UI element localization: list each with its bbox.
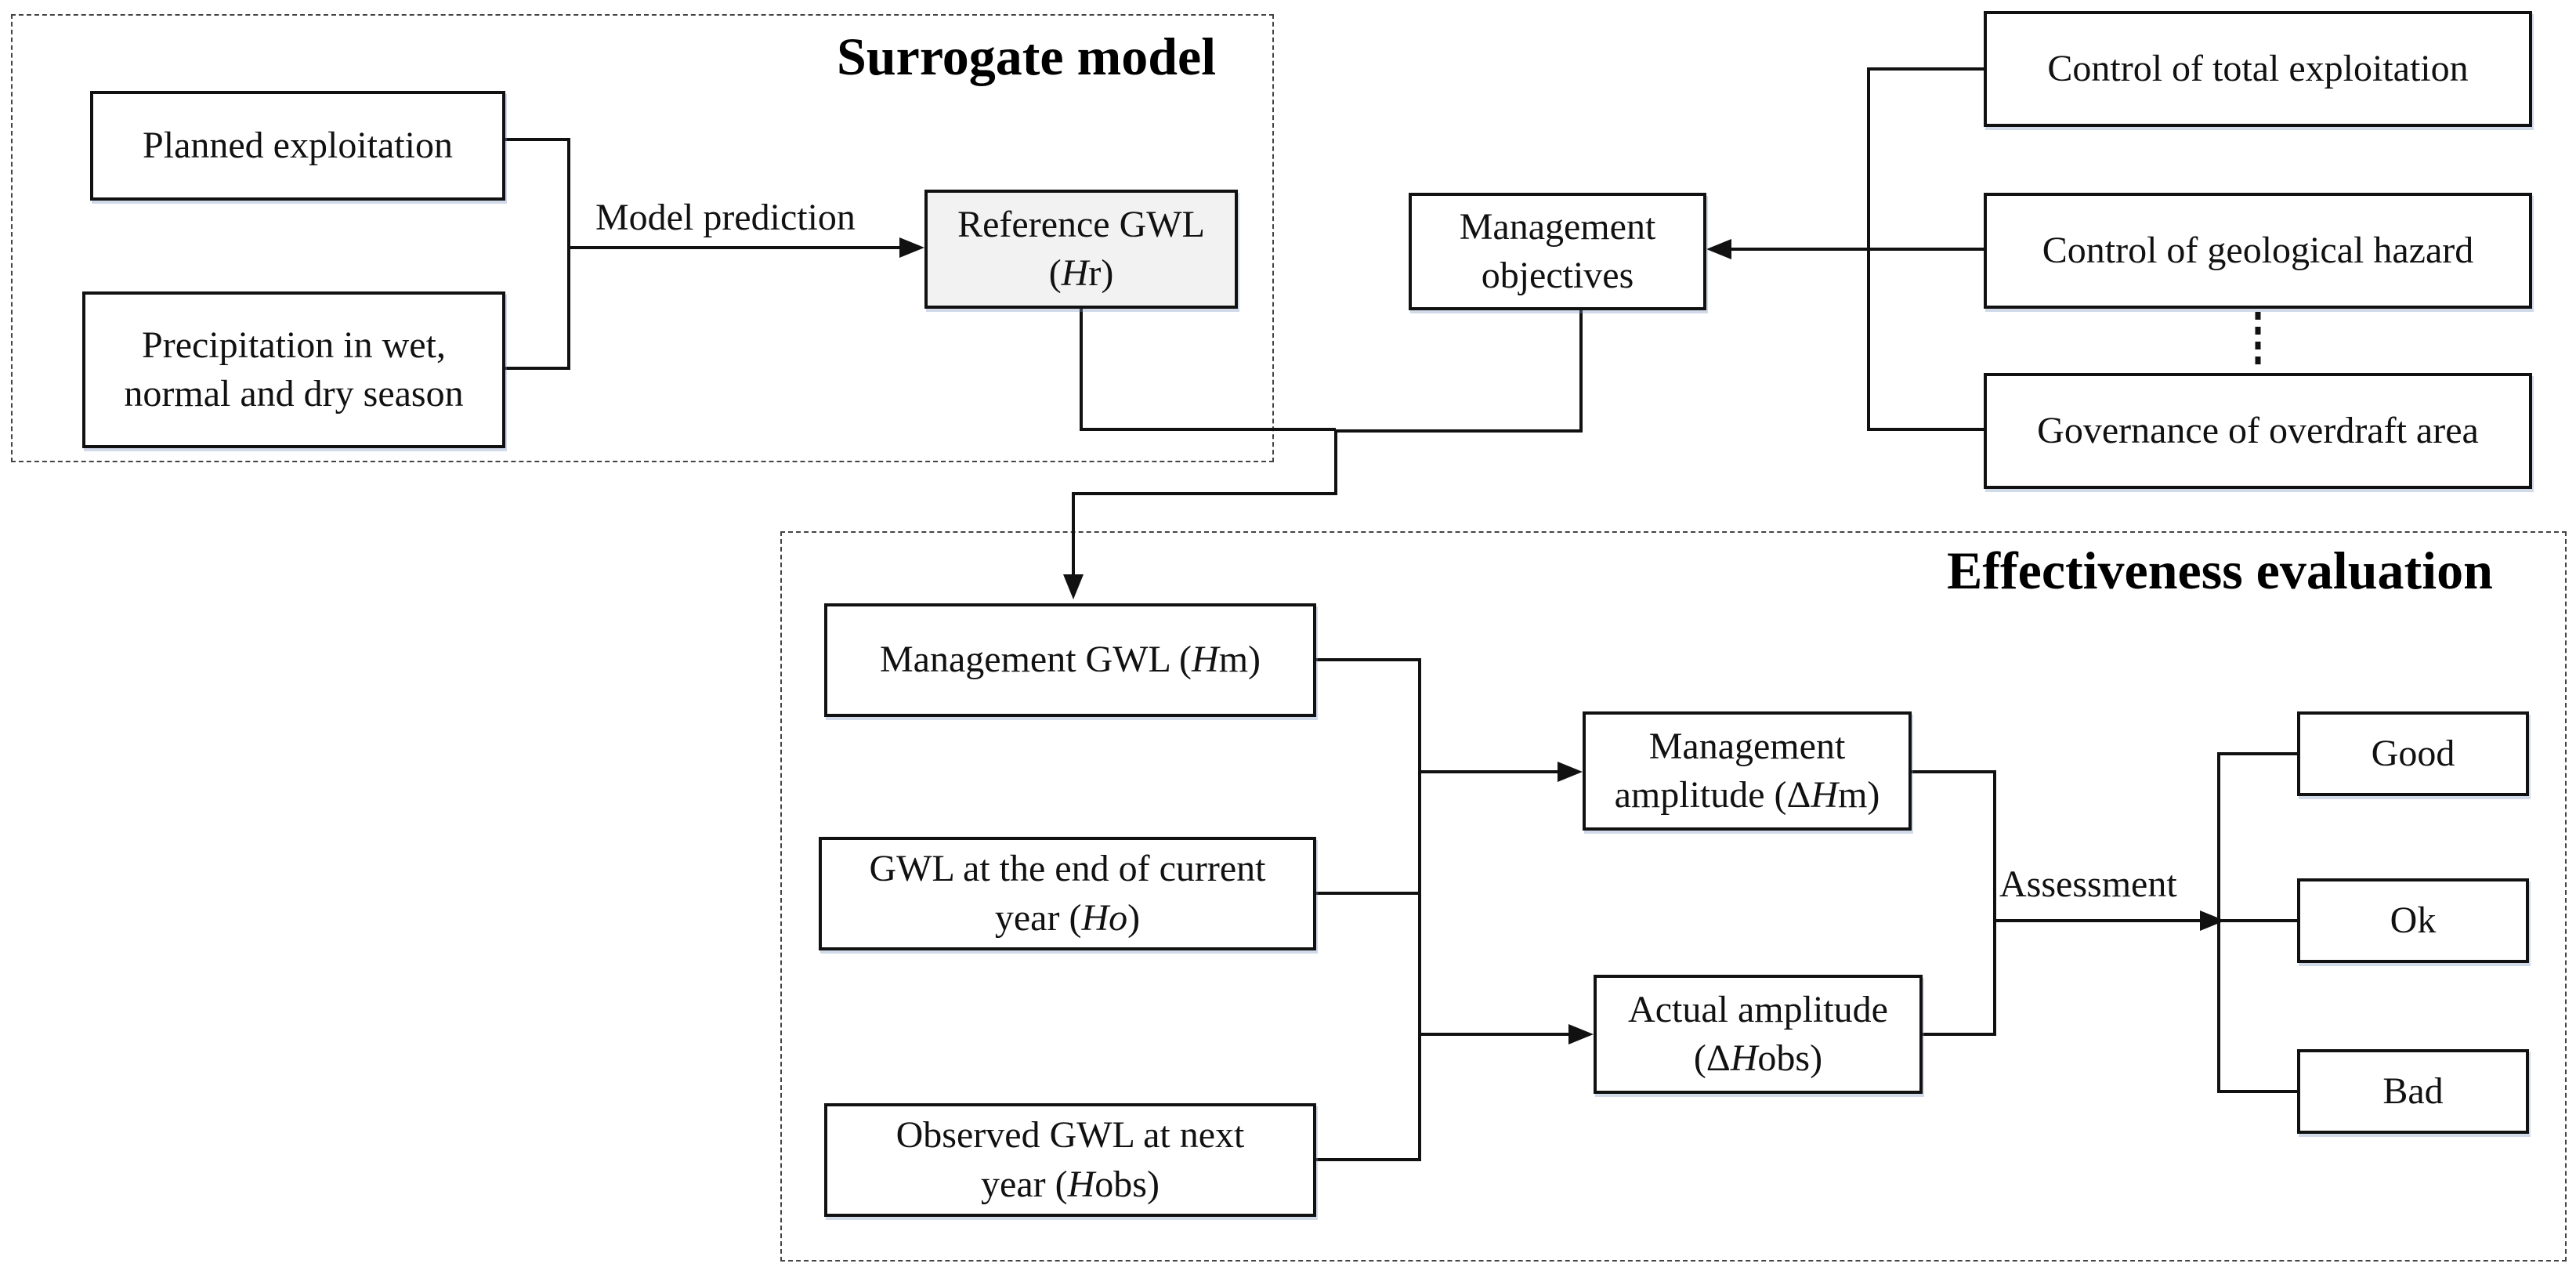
planned-exploitation-text: Planned exploitation (143, 124, 453, 166)
connector-reference-to-merge (1080, 309, 1336, 431)
management-objectives-text-line2: objectives (1481, 255, 1634, 296)
connector-merge-to-management-gwl (1072, 430, 1337, 576)
control-geological-hazard-box: Control of geological hazard (1984, 193, 2532, 309)
arrowhead-management-gwl (1063, 574, 1084, 599)
reference-gwl-text-line2: (Hr) (1048, 252, 1114, 294)
reference-gwl-text-line1: Reference GWL (957, 203, 1205, 245)
precipitation-text-line2: normal and dry season (124, 373, 464, 414)
model-prediction-label: Model prediction (595, 197, 856, 238)
arrowhead-management-objectives (1706, 239, 1731, 259)
surrogate-model-group (11, 14, 1274, 462)
gwl-end-current-year-box: GWL at the end of current year (Ho) (819, 837, 1316, 950)
governance-overdraft-box: Governance of overdraft area (1984, 373, 2532, 489)
observed-gwl-text-line2: year (Hobs) (981, 1163, 1160, 1205)
arrowhead-management-amplitude (1558, 762, 1583, 782)
arrowhead-assessment (2200, 910, 2225, 931)
gwl-end-text-line2: year (Ho) (994, 896, 1141, 939)
precipitation-text-line1: Precipitation in wet, (142, 324, 446, 366)
management-amplitude-text-line1: Management (1648, 725, 1846, 767)
management-objectives-box: Management objectives (1409, 193, 1706, 310)
ok-result-text: Ok (2390, 899, 2437, 941)
arrowhead-actual-amplitude (1568, 1024, 1594, 1044)
bad-result-text: Bad (2382, 1070, 2444, 1112)
control-geological-hazard-text: Control of geological hazard (2042, 229, 2474, 271)
assessment-label: Assessment (1999, 863, 2177, 905)
reference-gwl-box: Reference GWL (Hr) (924, 190, 1238, 309)
connector-results (2217, 752, 2297, 1093)
actual-amplitude-text-line2: (ΔHobs) (1693, 1037, 1823, 1079)
management-amplitude-box: Management amplitude (ΔHm) (1583, 711, 1912, 831)
actual-amplitude-box: Actual amplitude (ΔHobs) (1594, 975, 1923, 1094)
ok-result-box: Ok (2297, 878, 2529, 963)
good-result-text: Good (2371, 732, 2455, 774)
precipitation-box: Precipitation in wet, normal and dry sea… (82, 291, 505, 448)
management-amplitude-text-line2: amplitude (ΔHm) (1614, 774, 1880, 816)
connector-amplitudes (1912, 770, 1996, 1036)
observed-gwl-text-line1: Observed GWL at next (895, 1114, 1245, 1157)
bad-result-box: Bad (2297, 1049, 2529, 1134)
connector-objectives-to-merge (1336, 310, 1583, 433)
effectiveness-evaluation-title: Effectiveness evaluation (1947, 541, 2493, 600)
control-total-exploitation-box: Control of total exploitation (1984, 11, 2532, 127)
observed-gwl-box: Observed GWL at next year (Hobs) (824, 1103, 1316, 1217)
governance-overdraft-text: Governance of overdraft area (2037, 409, 2479, 451)
gwl-end-text-line1: GWL at the end of current (869, 848, 1266, 890)
good-result-box: Good (2297, 711, 2529, 796)
management-gwl-box: Management GWL (Hm) (824, 603, 1316, 717)
management-gwl-text: Management GWL (Hm) (879, 639, 1261, 681)
actual-amplitude-text-line1: Actual amplitude (1628, 988, 1888, 1030)
planned-exploitation-box: Planned exploitation (90, 91, 505, 201)
connector-planned-exploitation (505, 138, 570, 370)
management-objectives-text-line1: Management (1459, 205, 1656, 248)
arrowhead-reference-gwl (899, 237, 924, 258)
effectiveness-evaluation-group (780, 531, 2567, 1262)
connector-management-gwl (1316, 658, 1421, 1161)
surrogate-model-title: Surrogate model (837, 27, 1217, 86)
control-total-exploitation-text: Control of total exploitation (2047, 47, 2469, 89)
